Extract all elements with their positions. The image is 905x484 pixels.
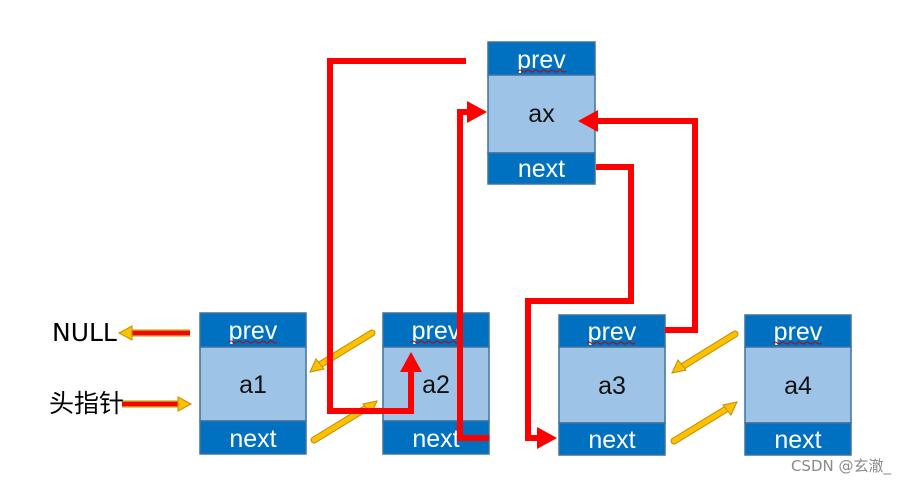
new-links [327,58,698,441]
node-ax-prev-label: prev [517,46,566,74]
old-link-a1-to-a2 [310,400,378,444]
node-a4-prev-label: prev [774,318,823,346]
null-arrow [117,325,190,341]
node-a3-next-cell [558,422,666,456]
node-a4: prev a4 next [744,314,852,456]
node-a2: prev a2 next [382,312,490,455]
node-ax-value-label: ax [528,100,555,128]
red-arrowhead-into-a2 [400,352,422,372]
node-a3: prev a3 next [558,314,666,456]
red-arrowhead-into-ax-left [467,101,487,123]
node-a3-value-cell [558,346,666,424]
red-arrowhead-into-ax-right [578,110,598,132]
node-a4-value-label: a4 [784,372,812,400]
red-arrowhead-into-a3 [537,427,557,449]
node-a1: prev a1 next [199,312,307,455]
node-a4-next-label: next [774,426,821,454]
old-link-a3-to-a4 [670,401,738,445]
red-link-ax-prev-to-a2 [327,58,466,414]
node-a2-value-label: a2 [422,371,450,399]
head-pointer-label: 头指针 [49,389,125,418]
node-ax-next-cell [487,152,596,185]
node-a1-prev-label: prev [229,317,278,345]
red-link-ax-next-to-a3 [525,164,634,441]
node-a1-next-cell [199,420,307,455]
node-a3-next-label: next [588,426,635,454]
node-a3-prev-label: prev [588,318,637,346]
node-ax-value-cell [487,74,596,154]
node-a1-next-label: next [229,425,276,453]
old-link-a4-to-a3 [671,330,739,374]
watermark: CSDN @玄澈_ [790,457,891,475]
spellcheck-underlines [228,69,822,345]
node-ax-next-label: next [518,155,565,183]
red-link-a3-prev-to-ax [598,118,698,333]
node-a2-prev-label: prev [412,317,461,345]
node-a4-next-cell [744,422,852,456]
old-link-a2-to-a1 [309,329,376,373]
node-a2-next-label: next [412,425,459,453]
red-link-a2-next-to-ax [457,109,489,441]
node-ax: prev ax next [487,41,596,185]
new-link-arrowheads [400,101,598,449]
node-a3-value-label: a3 [598,372,626,400]
head-pointer-arrow [122,396,193,412]
old-links [309,329,739,445]
node-ax-prev-cell [487,41,596,76]
null-label: NULL [52,318,117,347]
node-a1-value-label: a1 [239,371,267,399]
